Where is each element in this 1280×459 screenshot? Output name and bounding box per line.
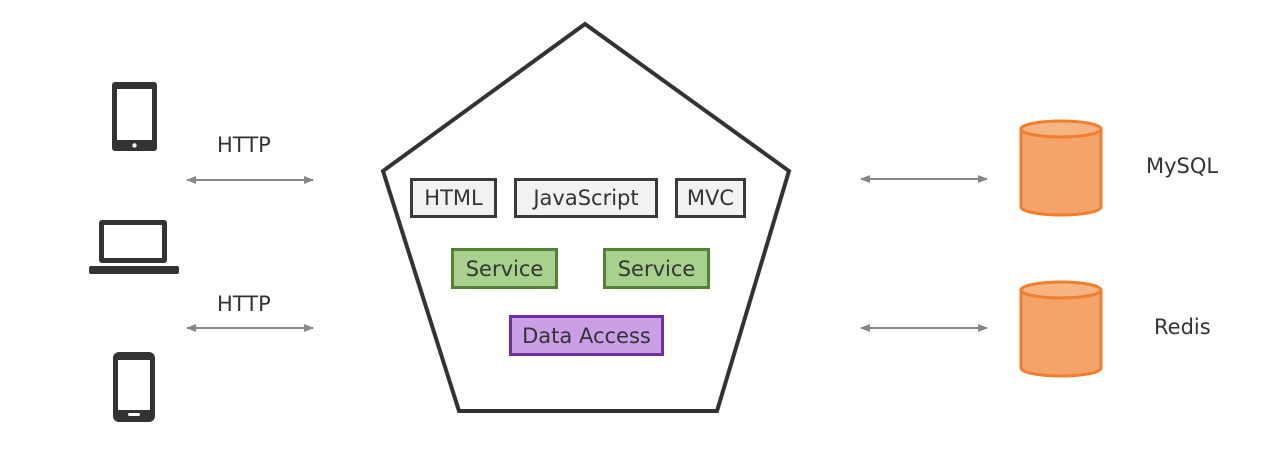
mysql-database-icon <box>1019 119 1103 217</box>
redis-label: Redis <box>1154 315 1211 339</box>
mysql-label: MySQL <box>1146 154 1219 178</box>
redis-database-icon <box>1019 280 1103 378</box>
http-label-top: HTTP <box>217 133 271 157</box>
service-box-left: Service <box>451 248 558 289</box>
service-box-right: Service <box>603 248 710 289</box>
mvc-box: MVC <box>675 178 746 218</box>
javascript-box: JavaScript <box>514 178 658 218</box>
data-access-box: Data Access <box>509 315 664 356</box>
tablet-icon <box>112 82 157 151</box>
html-box: HTML <box>410 178 497 218</box>
smartphone-icon <box>113 352 155 422</box>
laptop-icon <box>89 220 179 274</box>
http-label-bottom: HTTP <box>217 292 271 316</box>
